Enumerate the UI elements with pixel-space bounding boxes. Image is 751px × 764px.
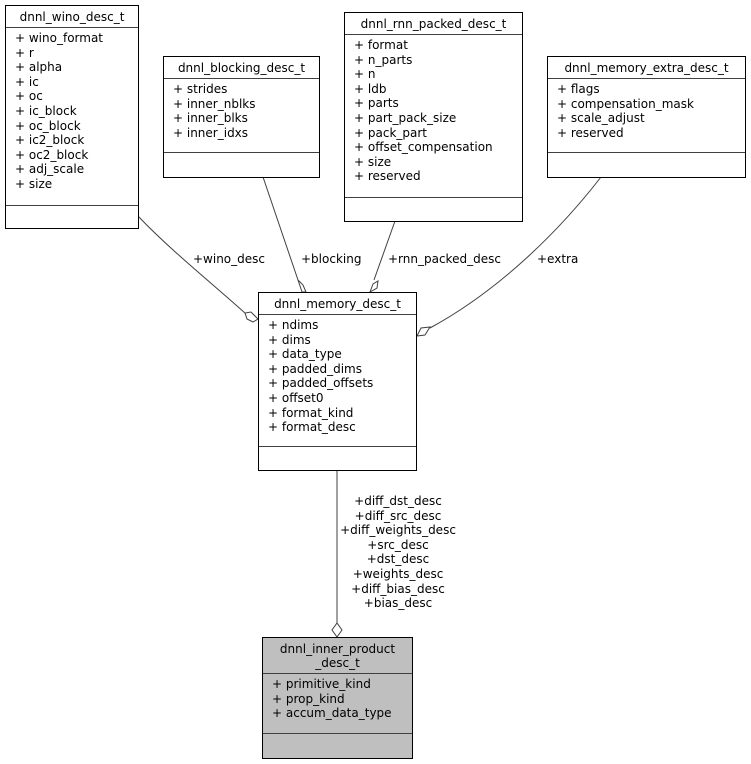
attribute: + reserved	[557, 125, 624, 140]
aggregation-diamond-wino	[244, 311, 259, 323]
attribute: + flags	[557, 82, 600, 96]
attribute: + ic	[15, 74, 39, 89]
attribute: + prop_kind	[272, 691, 345, 706]
operations-section	[164, 153, 319, 177]
attribute: + strides	[173, 82, 228, 96]
attribute: + padded_offsets	[268, 376, 374, 391]
role-label: +bias_desc	[363, 596, 433, 611]
class-box-blocking-desc: dnnl_blocking_desc_t + strides + inner_n…	[163, 56, 320, 178]
operations-section	[345, 198, 522, 222]
aggregation-diamond-inner	[331, 622, 343, 638]
attribute: + format	[354, 38, 408, 52]
attribute: + data_type	[268, 347, 342, 362]
class-title: dnnl_blocking_desc_t	[164, 57, 319, 79]
attribute-list: + ndims + dims + data_type + padded_dims…	[259, 315, 416, 447]
attribute: + ldb	[354, 81, 387, 96]
role-label: +diff_src_desc	[354, 508, 442, 523]
attribute: + ic_block	[15, 103, 77, 118]
attribute: + parts	[354, 96, 399, 111]
edge-blocking	[262, 176, 299, 281]
aggregation-diamond-blocking	[297, 279, 307, 293]
attribute: + compensation_mask	[557, 96, 694, 111]
attribute: + n	[354, 67, 376, 82]
attribute: + alpha	[15, 60, 63, 75]
attribute: + reserved	[354, 169, 421, 184]
role-label: +diff_bias_desc	[351, 581, 445, 596]
operations-section	[263, 734, 412, 758]
attribute-list: + flags + compensation_mask + scale_adju…	[548, 79, 745, 153]
attribute: + format_desc	[268, 420, 356, 435]
attribute: + inner_idxs	[173, 125, 249, 140]
attribute: + scale_adjust	[557, 111, 645, 126]
attribute: + wino_format	[15, 31, 104, 45]
aggregation-diamond-rnn	[369, 280, 379, 294]
attribute: + part_pack_size	[354, 110, 457, 125]
attribute: + inner_nblks	[173, 96, 256, 111]
class-title: dnnl_memory_extra_desc_t	[548, 57, 745, 79]
class-box-memory-desc: dnnl_memory_desc_t + ndims + dims + data…	[258, 292, 417, 471]
attribute: + primitive_kind	[272, 677, 371, 691]
edge-label-memory-to-inner: +diff_dst_desc +diff_src_desc +diff_weig…	[337, 494, 459, 611]
attribute: + oc2_block	[15, 147, 89, 162]
attribute: + n_parts	[354, 52, 413, 67]
edge-rnn-packed-desc	[373, 220, 396, 281]
class-box-rnn-packed-desc: dnnl_rnn_packed_desc_t + format + n_part…	[344, 12, 523, 222]
attribute: + ndims	[268, 318, 319, 332]
attribute: + dims	[268, 332, 311, 347]
operations-section	[259, 447, 416, 471]
role-label: +src_desc	[367, 537, 429, 552]
operations-section	[6, 206, 138, 230]
role-label: +diff_dst_desc	[354, 494, 442, 508]
attribute: + offset_compensation	[354, 140, 493, 155]
attribute: + accum_data_type	[272, 706, 392, 721]
attribute: + ic2_block	[15, 133, 85, 148]
class-title: dnnl_wino_desc_t	[6, 6, 138, 28]
edge-wino-desc	[137, 215, 247, 315]
class-title: dnnl_inner_product _desc_t	[263, 638, 412, 674]
attribute-list: + format + n_parts + n + ldb + parts + p…	[345, 35, 522, 198]
role-label: +dst_desc	[366, 552, 430, 567]
attribute: + padded_dims	[268, 361, 362, 376]
attribute: + size	[354, 154, 392, 169]
attribute: + inner_blks	[173, 111, 248, 126]
edge-label-blocking: +blocking	[301, 252, 362, 266]
attribute: + r	[15, 45, 34, 60]
class-box-wino-desc: dnnl_wino_desc_t + wino_format + r + alp…	[5, 5, 139, 229]
attribute: + oc	[15, 89, 43, 104]
aggregation-diamond-extra	[416, 326, 431, 337]
attribute: + offset0	[268, 390, 324, 405]
attribute: + oc_block	[15, 118, 81, 133]
attribute: + adj_scale	[15, 162, 85, 177]
class-title: dnnl_memory_desc_t	[259, 293, 416, 315]
attribute-list: + wino_format + r + alpha + ic + oc + ic…	[6, 28, 138, 206]
class-box-inner-product-desc: dnnl_inner_product _desc_t + primitive_k…	[262, 637, 413, 759]
edge-label-wino-desc: +wino_desc	[193, 252, 265, 266]
class-title: dnnl_rnn_packed_desc_t	[345, 13, 522, 35]
attribute: + size	[15, 176, 53, 191]
role-label: +diff_weights_desc	[340, 523, 456, 538]
edge-label-extra: +extra	[537, 252, 579, 266]
role-label: +weights_desc	[352, 566, 444, 581]
attribute-list: + primitive_kind + prop_kind + accum_dat…	[263, 674, 412, 734]
attribute: + format_kind	[268, 405, 354, 420]
attribute: + pack_part	[354, 125, 427, 140]
edge-extra	[429, 176, 602, 329]
attribute-list: + strides + inner_nblks + inner_blks + i…	[164, 79, 319, 153]
edge-label-rnn-packed-desc: +rnn_packed_desc	[388, 252, 501, 266]
operations-section	[548, 153, 745, 177]
class-box-memory-extra-desc: dnnl_memory_extra_desc_t + flags + compe…	[547, 56, 746, 178]
